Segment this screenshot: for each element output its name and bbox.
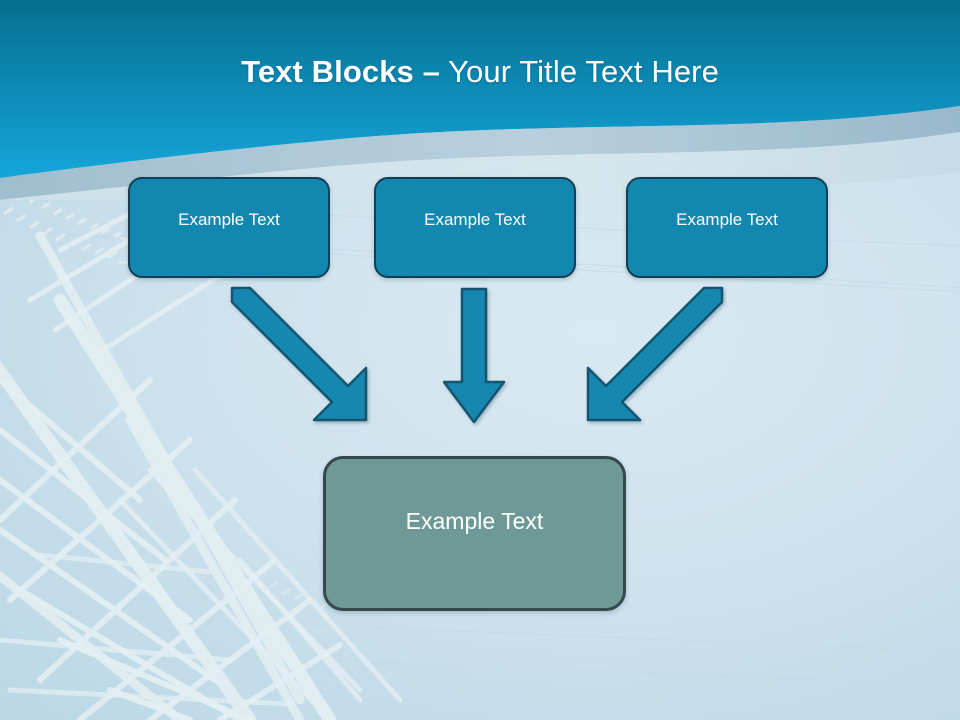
slide-title: Text Blocks – Your Title Text Here xyxy=(0,52,960,92)
text-block-1-label: Example Text xyxy=(178,209,280,229)
header-fill xyxy=(0,0,960,178)
text-block-2[interactable]: Example Text xyxy=(374,177,576,278)
text-block-2-label: Example Text xyxy=(424,209,526,229)
slide-title-strong: Text Blocks – xyxy=(241,54,440,89)
result-text-block[interactable]: Example Text xyxy=(323,456,626,611)
slide-title-light: Your Title Text Here xyxy=(439,54,719,89)
text-block-3-label: Example Text xyxy=(676,209,778,229)
header-wave-mid xyxy=(0,106,960,200)
text-block-3[interactable]: Example Text xyxy=(626,177,828,278)
arrow-left xyxy=(230,286,368,422)
arrow-right xyxy=(586,286,724,422)
result-text-block-label: Example Text xyxy=(405,508,544,534)
text-block-1[interactable]: Example Text xyxy=(128,177,330,278)
arrow-middle xyxy=(442,287,506,424)
